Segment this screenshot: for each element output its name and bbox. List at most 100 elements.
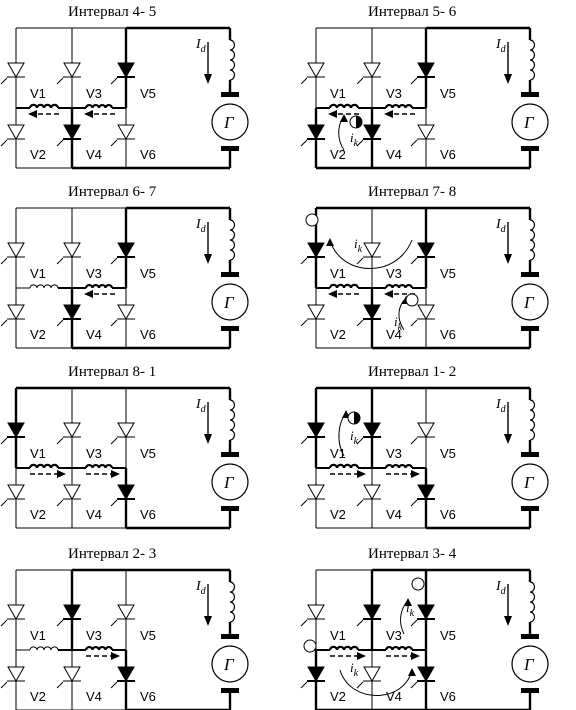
label-v1: V1 xyxy=(330,86,346,101)
label-v2: V2 xyxy=(330,689,346,704)
generator-label: Г xyxy=(523,473,535,492)
panel-title: Интервал 6- 7 xyxy=(68,184,157,200)
thyristor-v5 xyxy=(110,242,135,265)
arrow-head xyxy=(328,290,337,298)
marker-circle xyxy=(411,577,425,591)
diode-triangle xyxy=(363,604,381,621)
generator-brush-bottom xyxy=(221,146,239,151)
thyristor-v4 xyxy=(356,304,381,327)
thyristor-v2 xyxy=(300,666,325,689)
label-v3: V3 xyxy=(86,86,102,101)
diode-triangle xyxy=(307,124,325,141)
coil-path xyxy=(384,646,414,651)
thyristor-v2 xyxy=(0,484,25,507)
thyristor-v2 xyxy=(300,484,325,507)
arrow-head xyxy=(411,652,420,660)
label-v4: V4 xyxy=(86,689,102,704)
arrow-head xyxy=(384,290,393,298)
thyristor-v6 xyxy=(110,124,135,147)
diode-triangle xyxy=(7,604,25,621)
diode-triangle xyxy=(7,422,25,439)
thyristor-v4 xyxy=(56,304,81,327)
label-subscript: k xyxy=(354,138,359,149)
label-v1: V1 xyxy=(30,628,46,643)
gate-lead xyxy=(300,77,308,85)
generator-brush-bottom xyxy=(221,688,239,693)
thyristor-v4 xyxy=(56,124,81,147)
thyristor-v1 xyxy=(300,242,325,265)
arrow-head xyxy=(357,470,366,478)
id-arrow-head xyxy=(204,74,212,84)
label-v6: V6 xyxy=(140,147,156,162)
thyristor-v1 xyxy=(300,604,325,627)
label-subscript: k xyxy=(354,436,359,447)
load-inductor xyxy=(529,581,536,623)
thyristor-v6 xyxy=(410,124,435,147)
id-arrow-head xyxy=(204,254,212,264)
thyristor-v6 xyxy=(110,304,135,327)
ik-label: ik xyxy=(394,314,403,333)
diode-triangle xyxy=(307,422,325,439)
id-label: Id xyxy=(495,37,507,55)
gate-lead xyxy=(356,437,364,445)
label-main: i xyxy=(354,236,358,251)
generator-label: Г xyxy=(223,293,235,312)
gate-lead xyxy=(300,437,308,445)
label-subscript: d xyxy=(201,44,207,55)
diode-triangle xyxy=(7,242,25,259)
ik-label: ik xyxy=(406,600,415,619)
diode-triangle xyxy=(63,666,81,683)
gate-lead xyxy=(110,77,118,85)
label-v1: V1 xyxy=(330,446,346,461)
generator-label: Г xyxy=(523,293,535,312)
label-v1: V1 xyxy=(30,266,46,281)
thyristor-v5 xyxy=(410,604,435,627)
label-subscript: k xyxy=(354,668,359,679)
gate-lead xyxy=(300,619,308,627)
label-main: I xyxy=(195,37,202,52)
gate-lead xyxy=(410,499,418,507)
thyristor-v3 xyxy=(356,604,381,627)
panel-title: Интервал 1- 2 xyxy=(368,364,456,380)
gate-lead xyxy=(56,437,64,445)
panel-title: Интервал 7- 8 xyxy=(368,184,456,200)
label-v5: V5 xyxy=(440,628,456,643)
label-subscript: k xyxy=(410,608,415,619)
thyristor-v3 xyxy=(56,604,81,627)
arrow-head xyxy=(28,110,37,118)
label-subscript: d xyxy=(501,586,507,597)
coil-path xyxy=(328,645,360,651)
thyristor-v2 xyxy=(0,124,25,147)
label-v5: V5 xyxy=(140,86,156,101)
gate-lead xyxy=(356,257,364,265)
diode-triangle xyxy=(7,124,25,141)
marker-circle xyxy=(405,293,419,307)
label-v2: V2 xyxy=(30,147,46,162)
label-v3: V3 xyxy=(386,86,402,101)
diode-triangle xyxy=(417,604,435,621)
id-arrow-head xyxy=(504,254,512,264)
generator-brush-top xyxy=(221,452,239,457)
diode-triangle xyxy=(117,422,135,439)
marker-circle xyxy=(305,213,319,227)
generator-brush-bottom xyxy=(521,506,539,511)
winding-a xyxy=(29,646,59,651)
panel-title: Интервал 8- 1 xyxy=(68,364,156,380)
winding-a xyxy=(28,103,60,109)
arrow-head xyxy=(84,290,93,298)
thyristor-v5 xyxy=(110,422,135,445)
gate-lead xyxy=(410,619,418,627)
label-main: I xyxy=(195,579,202,594)
label-v2: V2 xyxy=(30,507,46,522)
diode-triangle xyxy=(7,666,25,683)
panel-title: Интервал 5- 6 xyxy=(368,4,457,20)
label-main: I xyxy=(195,217,202,232)
diode-triangle xyxy=(7,484,25,501)
label-v1: V1 xyxy=(30,446,46,461)
generator xyxy=(211,283,249,321)
thyristor-v4 xyxy=(356,124,381,147)
label-v5: V5 xyxy=(440,86,456,101)
